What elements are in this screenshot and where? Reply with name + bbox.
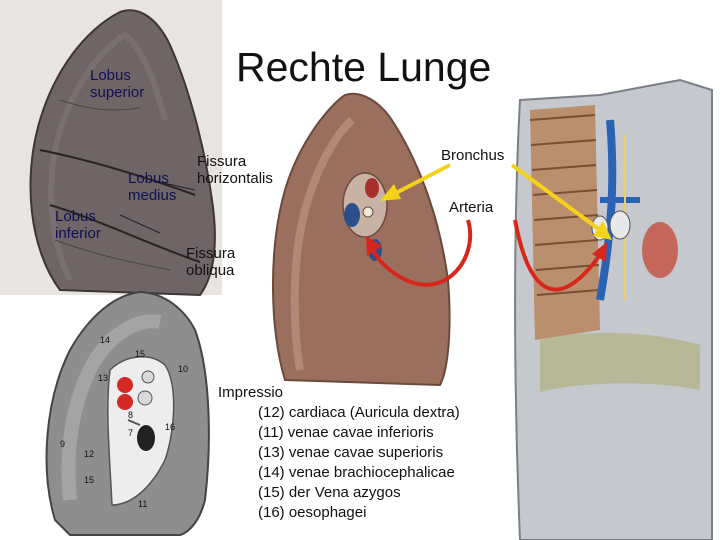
mediastinum-illustration (514, 78, 713, 540)
legend-item: (15) der Vena azygos (258, 484, 401, 501)
label-fissura-horizontalis: Fissura horizontalis (197, 153, 273, 187)
schematic-number: 13 (98, 373, 108, 383)
lung-lateral-illustration (29, 9, 216, 297)
legend-item: (13) venae cavae superioris (258, 444, 444, 461)
label-line: obliqua (186, 262, 235, 279)
label-line: inferior (55, 225, 101, 242)
label-lobus-inferior: Lobus inferior (55, 208, 101, 242)
arteria-arrow (366, 219, 607, 292)
label-lobus-superior: Lobus superior (90, 67, 144, 101)
schematic-number: 11 (138, 499, 147, 509)
label-bronchus: Bronchus (441, 147, 505, 164)
lung-schematic-illustration (45, 290, 210, 536)
impressio-legend: Impressio (12) cardiaca (Auricula dextra… (218, 383, 460, 523)
label-line: superior (90, 84, 145, 101)
label-line: Lobus (128, 170, 169, 187)
legend-item: (14) venae brachiocephalicae (258, 464, 455, 481)
schematic-number: 15 (135, 349, 145, 359)
label-line: Fissura (197, 153, 247, 170)
label-line: Fissura (186, 245, 236, 262)
bronchus-arrow (380, 163, 612, 240)
legend-item: (16) oesophagei (258, 504, 367, 521)
label-line: Lobus (90, 67, 131, 84)
schematic-number: 12 (84, 449, 94, 459)
label-lobus-medius: Lobus medius (128, 170, 176, 204)
label-line: horizontalis (197, 170, 273, 187)
schematic-number: 7 (128, 428, 133, 438)
schematic-number: 16 (165, 422, 175, 432)
schematic-number: 8 (128, 410, 133, 420)
page-title: Rechte Lunge (236, 44, 492, 90)
label-line: medius (128, 187, 177, 204)
schematic-number: 14 (100, 335, 110, 345)
leader-lines (119, 179, 196, 234)
label-fissura-obliqua: Fissura obliqua (186, 245, 235, 279)
schematic-number: 9 (60, 439, 65, 449)
legend-item: (11) venae cavae inferioris (258, 424, 434, 441)
legend-heading: Impressio (218, 384, 284, 401)
schematic-number: 15 (84, 475, 94, 485)
lung-medial-illustration (272, 92, 451, 387)
legend-item: (12) cardiaca (Auricula dextra) (258, 404, 460, 421)
label-arteria: Arteria (449, 199, 494, 216)
schematic-number: 10 (178, 364, 188, 374)
schematic-number-labels: 14 15 10 13 16 12 9 15 11 8 7 (60, 335, 188, 509)
label-line: Lobus (55, 208, 96, 225)
